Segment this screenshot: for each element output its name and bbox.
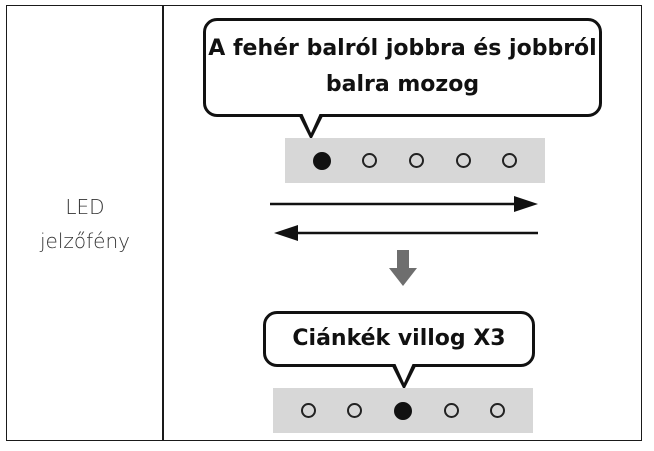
row-label-line2: jelzőfény xyxy=(39,229,130,253)
speech-bubble-white-sweep: A fehér balról jobbra és jobbról balra m… xyxy=(203,18,602,117)
bubble-text-line1: A fehér balról jobbra és jobbról xyxy=(208,36,597,61)
led-indicator xyxy=(300,403,316,418)
row-label-line1: LED xyxy=(65,195,105,219)
led-indicator-lit xyxy=(312,151,331,170)
bubble-text-line2: balra mozog xyxy=(325,72,480,97)
bubble-tail-inner xyxy=(302,113,320,133)
led-indicator-lit xyxy=(393,401,412,420)
table-frame xyxy=(6,5,642,441)
speech-bubble-cyan-blink: Ciánkék villog X3 xyxy=(263,311,535,367)
led-indicator xyxy=(502,153,518,168)
led-indicator xyxy=(443,403,459,418)
led-indicator xyxy=(490,403,506,418)
arrow-left-to-right xyxy=(270,196,538,212)
led-indicator xyxy=(455,153,471,168)
row-label: LED jelzőfény xyxy=(8,190,162,258)
bubble-text: Ciánkék villog X3 xyxy=(292,326,506,351)
arrow-down-icon xyxy=(389,250,417,286)
led-strip-cyan-blink xyxy=(273,388,533,433)
arrow-right-to-left xyxy=(274,225,538,241)
led-strip-white-sweep xyxy=(285,138,545,183)
led-indicator xyxy=(362,153,378,168)
column-divider xyxy=(162,5,164,441)
bubble-tail-inner xyxy=(395,363,413,383)
led-indicator xyxy=(347,403,363,418)
led-indicator xyxy=(408,153,424,168)
